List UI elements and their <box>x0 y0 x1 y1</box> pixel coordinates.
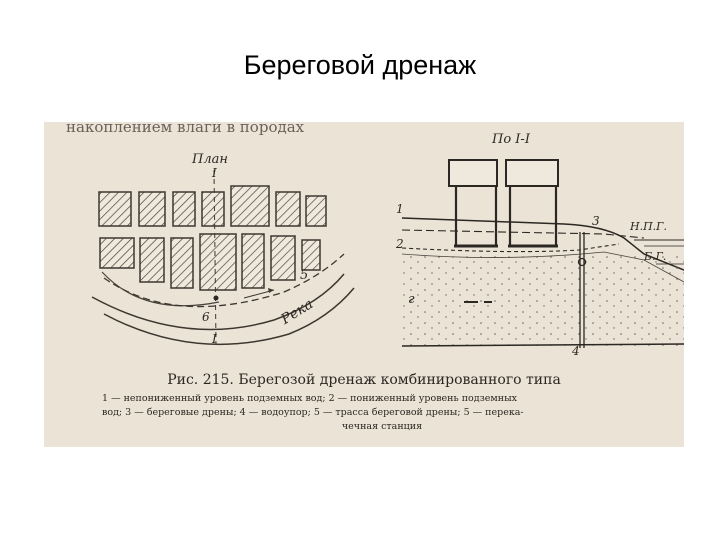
section-label-4: 4 <box>572 344 580 358</box>
section-label: По I-I <box>492 132 530 147</box>
slide-title: Береговой дренаж <box>243 50 477 80</box>
bg-label: Б.Г. <box>644 250 667 263</box>
section-label-1: 1 <box>396 202 404 216</box>
figure-legend: 1 — непониженный уровень подземных вод; … <box>102 392 662 434</box>
legend-line-2: вод; 3 — береговые дрены; 4 — водоупор; … <box>102 407 524 418</box>
plan-label-bottom-1: I <box>212 332 217 346</box>
npg-label: Н.П.Г. <box>630 220 667 233</box>
plan-label-6: 6 <box>202 310 210 324</box>
plan-label-5: 5 <box>300 268 309 283</box>
plan-view <box>91 169 355 345</box>
plan-label-1: I <box>212 166 217 180</box>
section-view <box>401 159 684 348</box>
plan-label: План <box>192 152 228 167</box>
legend-line-1: 1 — непониженный уровень подземных вод; … <box>102 393 518 404</box>
legend-line-3: чечная станция <box>341 421 423 432</box>
scan-top-fragment: накоплением влаги в породах <box>66 122 305 136</box>
scanned-figure: накоплением влаги в породах План По I-I … <box>44 122 684 447</box>
section-label-3: 3 <box>592 214 600 228</box>
figure-caption: Рис. 215. Берегозой дренаж комбинированн… <box>167 372 561 388</box>
section-label-g: г <box>408 292 415 307</box>
section-label-2: 2 <box>396 237 404 251</box>
drainage-drawing <box>91 159 684 348</box>
